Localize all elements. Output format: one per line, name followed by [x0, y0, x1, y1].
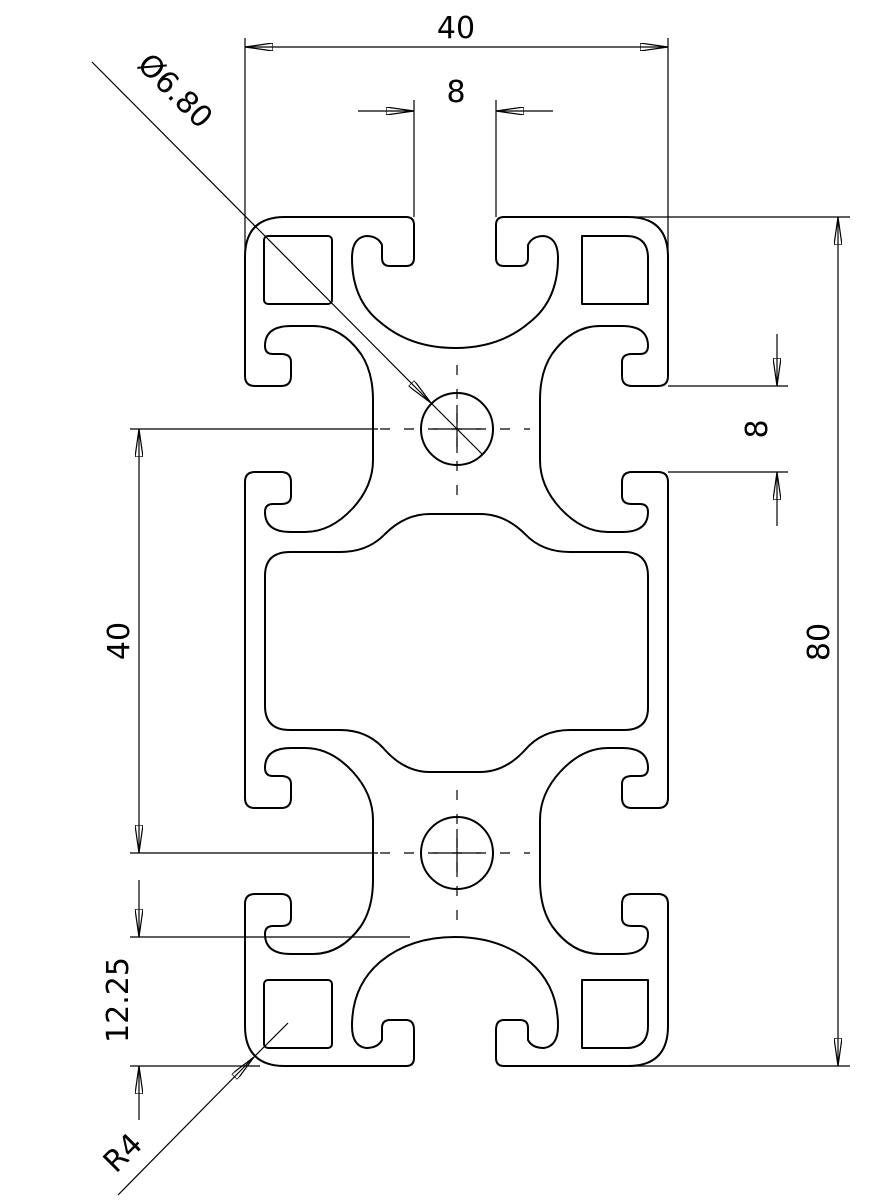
dimension-edge-to-center-label: 12.25: [101, 957, 136, 1043]
dimension-slot-width: 8: [358, 75, 553, 217]
dimension-center-spacing-label: 40: [102, 622, 137, 660]
cavity-center: [264, 513, 649, 773]
dimension-side-slot: 8: [668, 334, 788, 526]
cavity-bottom-right: [581, 979, 649, 1049]
dimension-center-spacing: 40: [102, 428, 378, 854]
center-marks: [380, 365, 530, 920]
dimension-side-slot-label: 8: [740, 419, 775, 438]
dimension-height-total: 80: [632, 216, 850, 1067]
cavity-bottom-left: [263, 979, 333, 1049]
dimension-width-top: 40: [244, 11, 669, 255]
dimension-corner-radius: R4: [97, 1022, 289, 1196]
dimension-corner-radius-label: R4: [97, 1127, 150, 1180]
dimension-hole-diameter-label: Ø6.80: [130, 47, 219, 136]
cavity-top-left: [263, 235, 333, 305]
cavity-top-right: [581, 235, 649, 305]
dimension-slot-width-label: 8: [446, 75, 465, 110]
profile-outline: [244, 216, 669, 1067]
dimension-edge-to-center: 12.25: [101, 880, 410, 1120]
dimension-height-total-label: 80: [802, 623, 837, 661]
dimension-hole-diameter: Ø6.80: [91, 47, 483, 455]
dimension-width-top-label: 40: [437, 11, 475, 46]
